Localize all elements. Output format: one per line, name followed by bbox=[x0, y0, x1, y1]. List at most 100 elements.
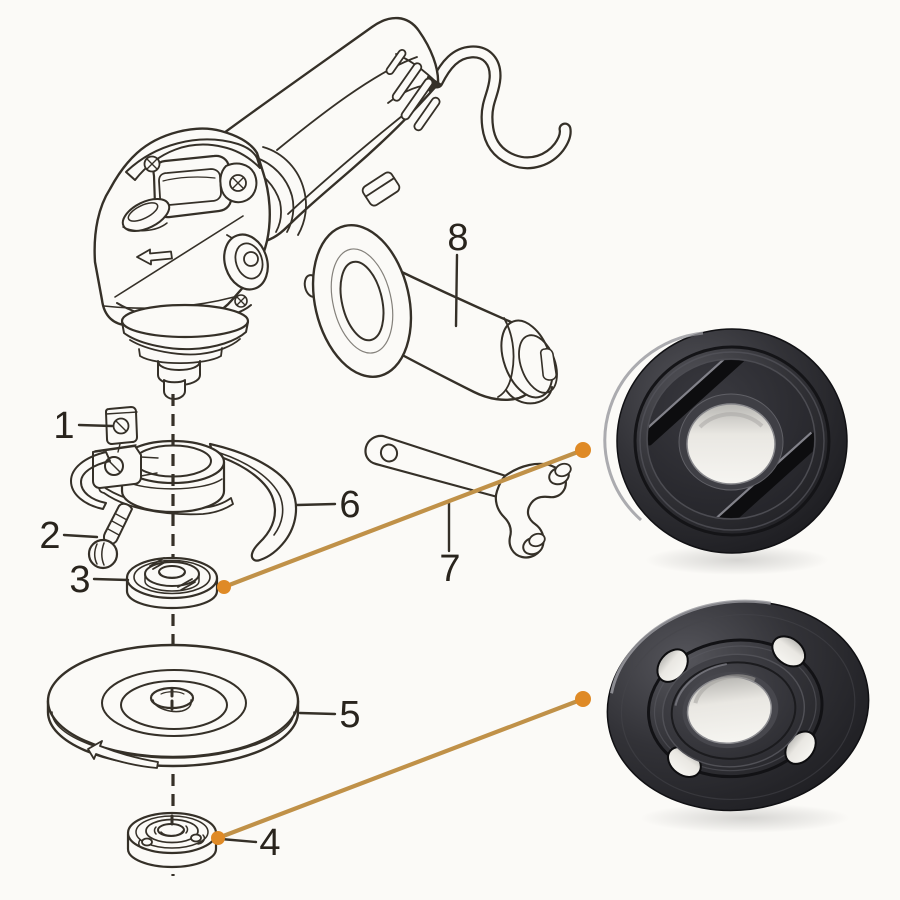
outer-nut-pinhole-left bbox=[141, 837, 153, 847]
switch-lip bbox=[122, 222, 168, 232]
handle-grip-ring bbox=[497, 317, 515, 398]
part-label-5: 5 bbox=[339, 694, 360, 736]
inner-flange-bore-depth bbox=[159, 572, 185, 579]
photo-connector-lines bbox=[211, 442, 591, 845]
spanner-hole-top-right bbox=[771, 635, 807, 668]
disc-rim-line bbox=[51, 711, 295, 759]
label-leader-lines bbox=[62, 253, 459, 844]
power-cord-core bbox=[432, 47, 570, 167]
spindle-flange-ring2 bbox=[129, 338, 241, 356]
connector-dot-photo-top bbox=[575, 442, 591, 458]
spindle-lock-block bbox=[361, 171, 401, 207]
angle-grinder-drawing bbox=[93, 16, 572, 400]
part-number-labels: 1 2 3 4 5 6 7 8 bbox=[39, 217, 468, 864]
head-screw-left-cross bbox=[146, 158, 158, 170]
grinding-disc-drawing bbox=[46, 643, 300, 769]
part2-screw-head-slots bbox=[94, 542, 105, 566]
disc-rotation-arrow bbox=[87, 740, 159, 769]
top-nut-slash-bars bbox=[648, 360, 814, 518]
disc-hub-depth bbox=[152, 699, 192, 713]
part1-screw-slot bbox=[115, 420, 127, 432]
part-label-1: 1 bbox=[53, 405, 74, 447]
carry-slot-shade bbox=[162, 176, 216, 182]
leader-part6 bbox=[295, 502, 337, 507]
disc-ring-inner bbox=[120, 680, 228, 730]
outer-nut-pinhole-right bbox=[190, 833, 202, 843]
vent-slots bbox=[385, 48, 441, 132]
wrench-fork bbox=[494, 462, 567, 559]
leader-part8 bbox=[454, 253, 459, 328]
inner-flange-nut-photo bbox=[603, 328, 848, 575]
bearing-boss-hole bbox=[243, 251, 259, 267]
connector-line-part4 bbox=[215, 696, 586, 841]
guard-assembly-drawing bbox=[70, 406, 298, 570]
leader-part5 bbox=[298, 711, 337, 716]
top-nut-rim-highlight bbox=[603, 331, 704, 522]
top-nut-bore-shadow bbox=[698, 412, 764, 429]
wheel-guard-skirt bbox=[208, 442, 298, 562]
side-handle-drawing bbox=[303, 224, 558, 405]
part-label-2: 2 bbox=[39, 515, 60, 557]
inner-flange-collar bbox=[144, 561, 200, 587]
leader-part4 bbox=[219, 837, 258, 844]
handle-flange-bore bbox=[339, 260, 385, 342]
bottom-nut-face-edge bbox=[620, 613, 856, 801]
bearing-boss-mid bbox=[234, 242, 264, 280]
inner-flange-drawing bbox=[125, 556, 219, 610]
outer-flange-nut-photo bbox=[606, 599, 870, 833]
leader-part1 bbox=[77, 423, 114, 428]
part-label-8: 8 bbox=[447, 217, 468, 259]
bottom-nut-boss-ring bbox=[670, 661, 797, 760]
bottom-nut-shadow bbox=[640, 803, 850, 833]
inner-flange-rim bbox=[133, 559, 211, 595]
part2-screw-threads bbox=[107, 513, 128, 536]
slash-bar-upper bbox=[648, 360, 747, 446]
rotation-arrow-marker bbox=[136, 248, 173, 266]
spindle-flange-wall bbox=[121, 321, 249, 351]
connector-line-part3 bbox=[221, 447, 586, 590]
spindle-shaft bbox=[163, 379, 186, 400]
slash-bar-lower bbox=[715, 432, 814, 518]
wrench-hang-hole bbox=[379, 443, 399, 463]
connector-dot-part3 bbox=[217, 580, 231, 594]
carry-slot-inner bbox=[158, 168, 222, 206]
inner-flange-slash-marks bbox=[149, 557, 196, 591]
head-screw-right-cross bbox=[232, 177, 244, 189]
inner-flange-collar-wall bbox=[144, 574, 200, 592]
clamp-spring-arm bbox=[70, 451, 111, 510]
bottom-nut-bore-shadow bbox=[693, 674, 756, 704]
outer-nut-drawing bbox=[126, 811, 218, 869]
bottom-nut-rim-highlight bbox=[610, 599, 771, 694]
spindle-flange-ring3 bbox=[138, 347, 223, 365]
handle-endcap-lip bbox=[505, 386, 553, 405]
outer-nut-bore-notches bbox=[153, 825, 189, 837]
spindle-flange-ring1 bbox=[120, 303, 250, 339]
disc-ring-outer bbox=[101, 669, 247, 737]
slash-bar-upper-highlight bbox=[648, 360, 737, 436]
top-nut-bore bbox=[686, 403, 776, 485]
clamp-bracket-lines bbox=[94, 444, 159, 477]
wrench-handle bbox=[364, 434, 514, 501]
part-label-7: 7 bbox=[439, 548, 460, 590]
bottom-nut-groove bbox=[647, 638, 824, 779]
housing-contour-lines bbox=[276, 53, 439, 215]
part1-plate-edge bbox=[105, 411, 138, 453]
bottom-nut-groove-light bbox=[653, 645, 817, 772]
part-label-6: 6 bbox=[339, 484, 360, 526]
wrench-pin-lower-tip bbox=[528, 532, 546, 548]
top-nut-groove-light bbox=[639, 351, 825, 531]
connector-dot-part4 bbox=[211, 831, 225, 845]
connector-dot-photo-bottom bbox=[575, 691, 591, 707]
wheel-guard-inner-edge bbox=[219, 452, 284, 536]
head-screw-bottom-cross bbox=[236, 296, 246, 306]
power-cord-outline bbox=[430, 45, 572, 170]
handle-flange-mid bbox=[330, 248, 394, 354]
top-nut-shadow bbox=[645, 545, 829, 575]
switch-paddle-inner bbox=[127, 202, 159, 222]
bottom-nut-boss-highlight bbox=[674, 663, 727, 706]
handle-endcap-slot bbox=[539, 347, 557, 381]
outer-nut-pin-hooks bbox=[138, 834, 206, 850]
pin-spanner-drawing bbox=[364, 434, 572, 559]
leader-part3 bbox=[92, 577, 130, 582]
